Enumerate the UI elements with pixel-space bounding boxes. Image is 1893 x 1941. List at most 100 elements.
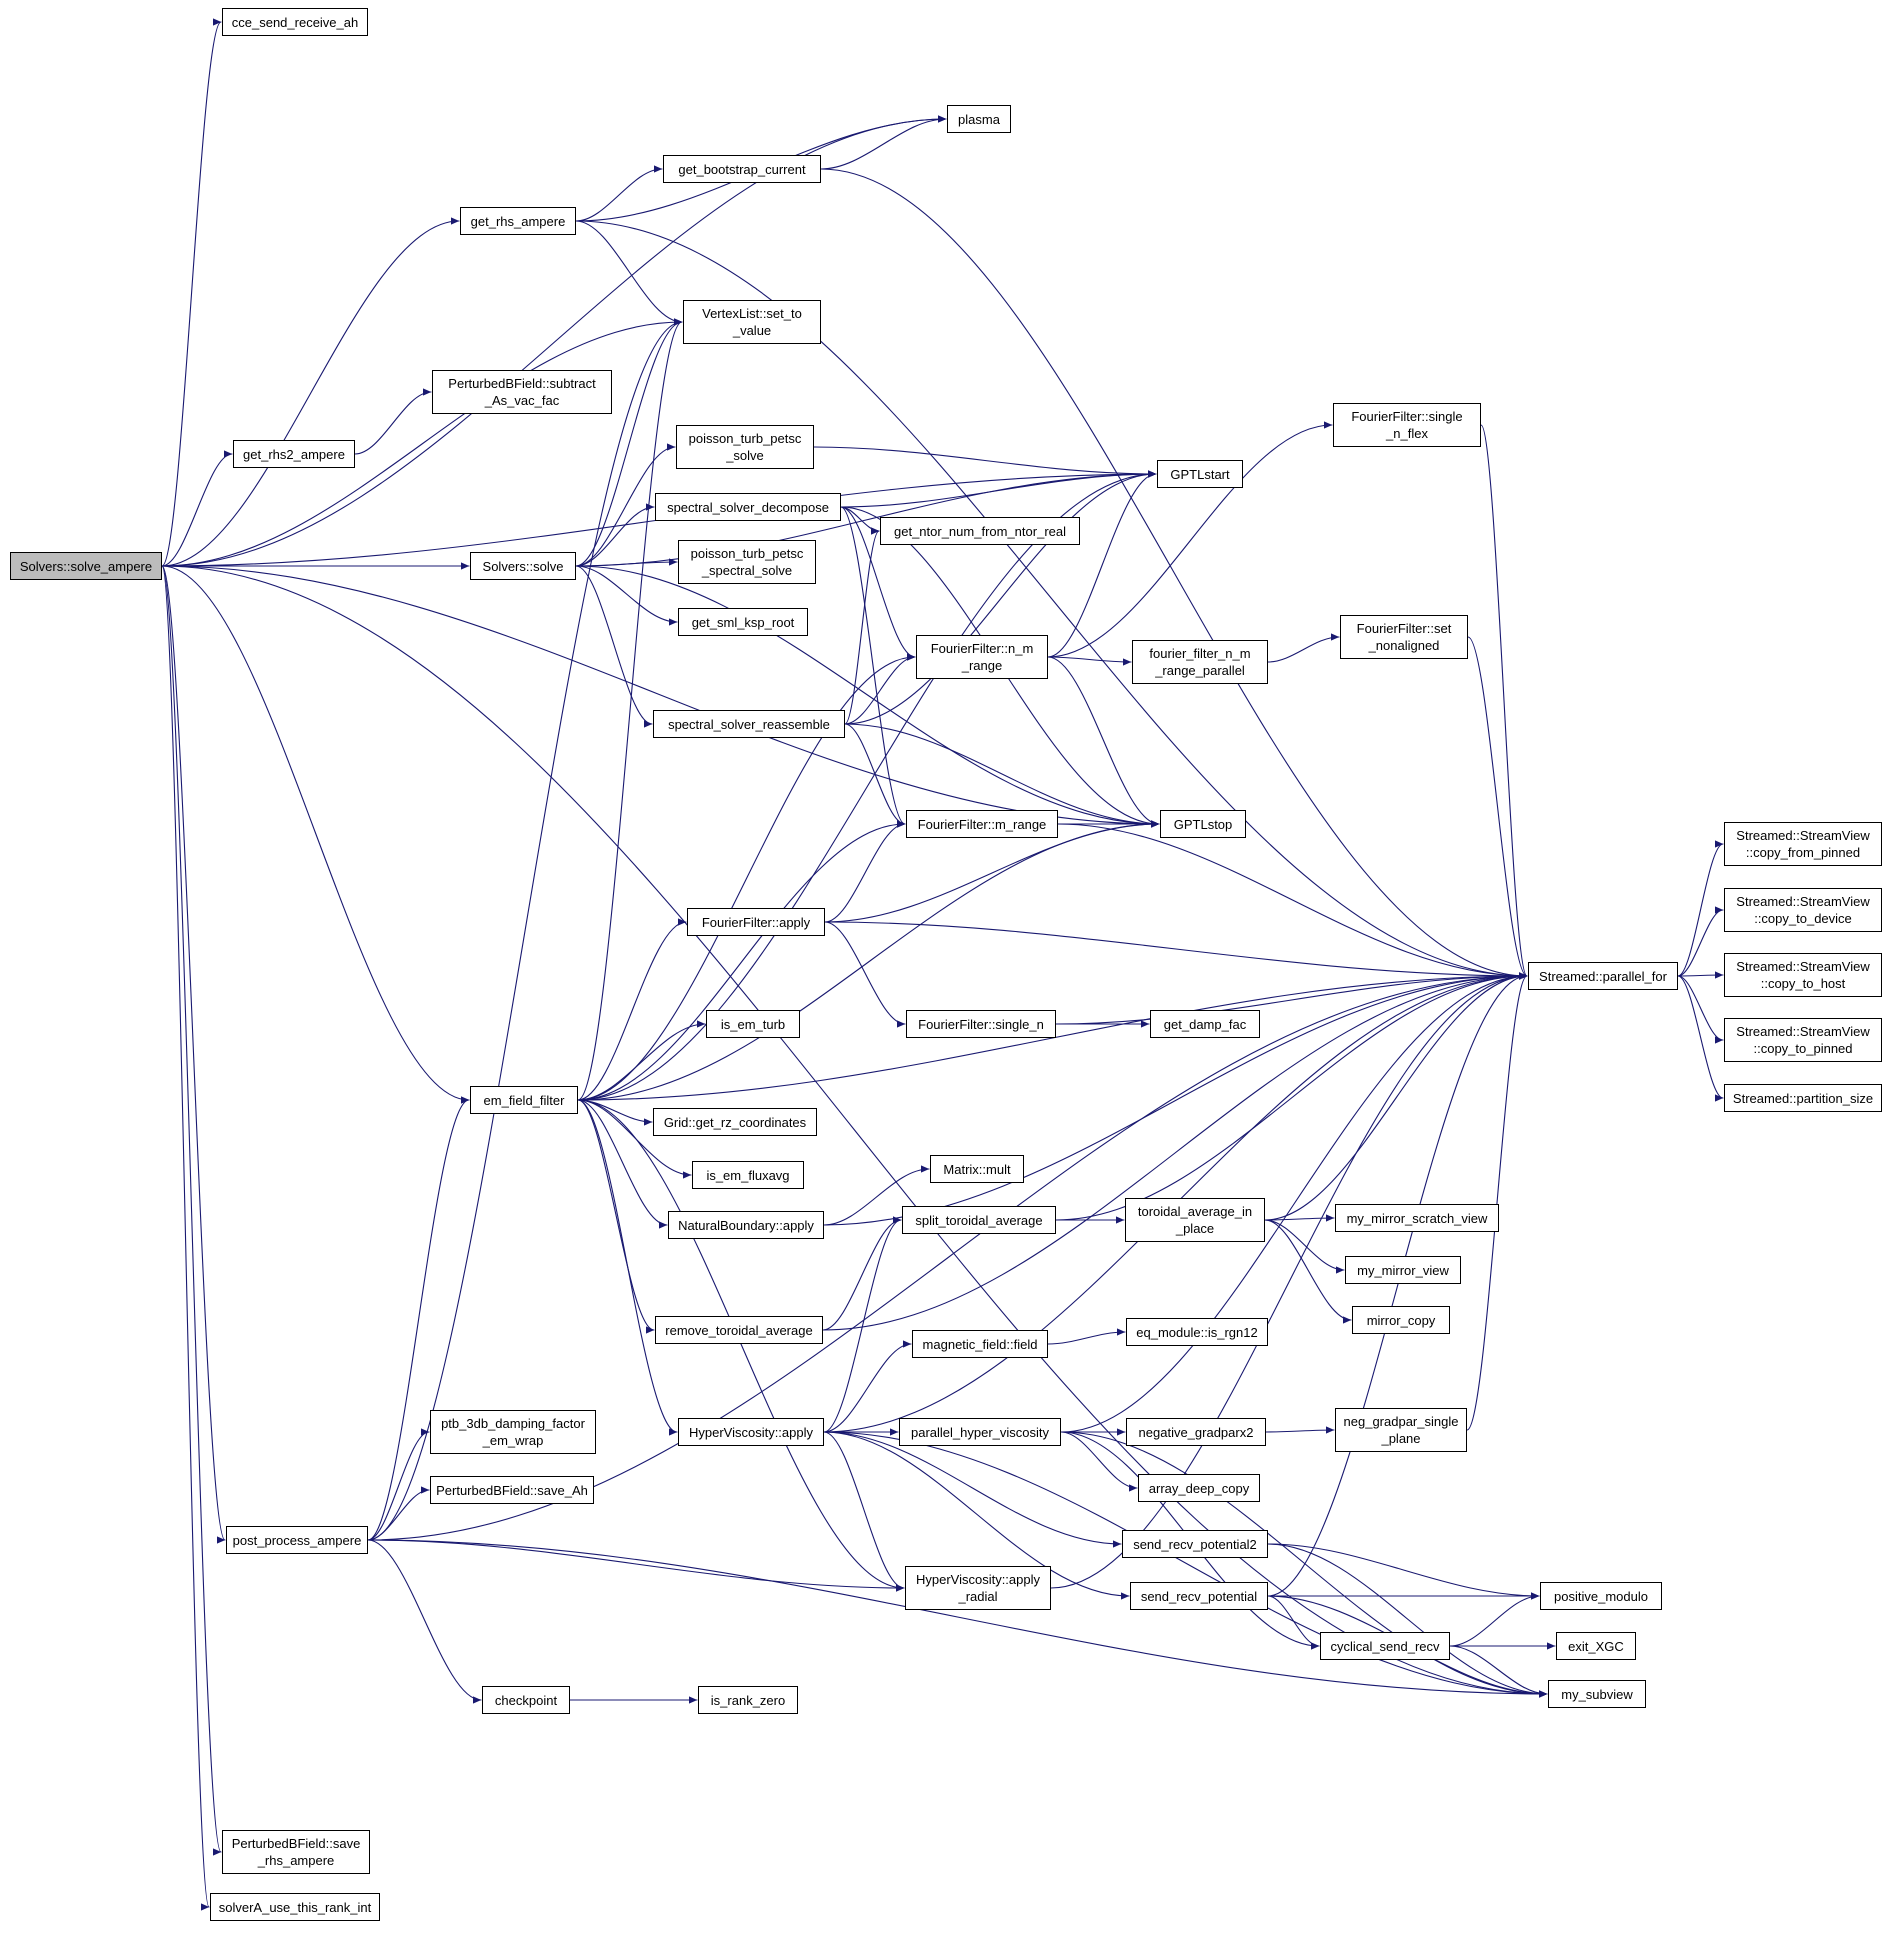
graph-node-poisson_turb_petsc_solve[interactable]: poisson_turb_petsc_solve bbox=[676, 425, 814, 469]
graph-edge-ff_apply--parallel_for bbox=[824, 921, 1528, 980]
graph-node-spectral_solver_reassemble[interactable]: spectral_solver_reassemble bbox=[653, 710, 845, 738]
graph-node-label: Streamed::partition_size bbox=[1732, 1090, 1874, 1106]
graph-node-label: remove_toroidal_average bbox=[665, 1322, 813, 1338]
graph-node-split_toroidal_average[interactable]: split_toroidal_average bbox=[902, 1206, 1056, 1234]
graph-node-hv_apply_radial[interactable]: HyperViscosity::apply_radial bbox=[905, 1566, 1051, 1610]
graph-node-checkpoint[interactable]: checkpoint bbox=[482, 1686, 570, 1714]
graph-node-label: spectral_solver_reassemble bbox=[668, 716, 830, 732]
graph-node-subtract_as_vac_fac[interactable]: PerturbedBField::subtract_As_vac_fac bbox=[432, 370, 612, 414]
graph-node-hv_apply[interactable]: HyperViscosity::apply bbox=[678, 1418, 824, 1446]
graph-node-remove_toroidal_average[interactable]: remove_toroidal_average bbox=[655, 1316, 823, 1344]
graph-node-get_damp_fac[interactable]: get_damp_fac bbox=[1150, 1010, 1260, 1038]
graph-node-get_rz_coordinates[interactable]: Grid::get_rz_coordinates bbox=[653, 1108, 817, 1136]
graph-node-label: PerturbedBField::save_Ah bbox=[436, 1482, 588, 1498]
graph-node-my_mirror_scratch_view[interactable]: my_mirror_scratch_view bbox=[1335, 1204, 1499, 1232]
graph-node-single_n[interactable]: FourierFilter::single_n bbox=[906, 1010, 1056, 1038]
graph-node-matrix_mult[interactable]: Matrix::mult bbox=[930, 1155, 1024, 1183]
graph-node-em_field_filter[interactable]: em_field_filter bbox=[470, 1086, 578, 1114]
graph-node-parallel_hyper_viscosity[interactable]: parallel_hyper_viscosity bbox=[899, 1418, 1061, 1446]
graph-node-get_rhs2_ampere[interactable]: get_rhs2_ampere bbox=[233, 440, 355, 468]
graph-node-label: VertexList::set_to bbox=[702, 306, 802, 321]
graph-node-get_ntor_num[interactable]: get_ntor_num_from_ntor_real bbox=[880, 517, 1080, 545]
graph-edge-ff_apply--single_n bbox=[824, 921, 906, 1028]
graph-node-n_m_range_parallel[interactable]: fourier_filter_n_m_range_parallel bbox=[1132, 640, 1268, 684]
graph-node-set_nonaligned[interactable]: FourierFilter::set_nonaligned bbox=[1340, 615, 1468, 659]
graph-node-save_ah[interactable]: PerturbedBField::save_Ah bbox=[430, 1476, 594, 1504]
graph-edge-solve_ampere--my_subview bbox=[161, 565, 1548, 1698]
graph-node-label: _range_parallel bbox=[1155, 663, 1245, 678]
graph-edge-solvers_solve--spectral_solver_reassemble bbox=[575, 565, 653, 728]
graph-edge-parallel_for--copy_to_host bbox=[1677, 971, 1724, 979]
graph-node-n_m_range[interactable]: FourierFilter::n_m_range bbox=[916, 635, 1048, 679]
graph-node-label: mirror_copy bbox=[1366, 1312, 1436, 1328]
graph-node-send_recv_potential2[interactable]: send_recv_potential2 bbox=[1122, 1530, 1268, 1558]
graph-edge-hv_apply--magnetic_field_field bbox=[823, 1340, 912, 1433]
graph-node-array_deep_copy[interactable]: array_deep_copy bbox=[1138, 1474, 1260, 1502]
graph-node-nb_apply[interactable]: NaturalBoundary::apply bbox=[668, 1211, 824, 1239]
graph-node-is_rgn12[interactable]: eq_module::is_rgn12 bbox=[1126, 1318, 1268, 1346]
graph-edge-get_rhs_ampere--set_to_value bbox=[575, 220, 683, 326]
graph-edge-spectral_solver_reassemble--gptlstop bbox=[844, 723, 1160, 828]
graph-node-get_sml_ksp_root[interactable]: get_sml_ksp_root bbox=[678, 608, 808, 636]
graph-edge-parallel_for--partition_size bbox=[1677, 975, 1724, 1102]
graph-node-magnetic_field_field[interactable]: magnetic_field::field bbox=[912, 1330, 1048, 1358]
graph-node-poisson_turb_petsc_spectral[interactable]: poisson_turb_petsc_spectral_solve bbox=[678, 540, 816, 584]
graph-node-cce_send_receive_ah[interactable]: cce_send_receive_ah bbox=[222, 8, 368, 36]
graph-edge-post_process_ampere--parallel_for bbox=[367, 972, 1528, 1541]
graph-node-mirror_copy[interactable]: mirror_copy bbox=[1352, 1306, 1450, 1334]
graph-node-solvers_solve[interactable]: Solvers::solve bbox=[470, 552, 576, 580]
graph-edge-get_bootstrap_current--parallel_for bbox=[820, 168, 1528, 980]
graph-node-solverA_use_this_rank_int[interactable]: solverA_use_this_rank_int bbox=[210, 1893, 380, 1921]
graph-node-single_n_flex[interactable]: FourierFilter::single_n_flex bbox=[1333, 403, 1481, 447]
graph-node-is_em_fluxavg[interactable]: is_em_fluxavg bbox=[692, 1161, 804, 1189]
graph-node-label: HyperViscosity::apply bbox=[688, 1424, 814, 1440]
graph-node-toroidal_average_in_place[interactable]: toroidal_average_in _place bbox=[1125, 1198, 1265, 1242]
graph-node-is_em_turb[interactable]: is_em_turb bbox=[706, 1010, 800, 1038]
graph-node-gptlstart[interactable]: GPTLstart bbox=[1157, 460, 1243, 488]
graph-node-cyclical_send_recv[interactable]: cyclical_send_recv bbox=[1320, 1632, 1450, 1660]
graph-node-positive_modulo[interactable]: positive_modulo bbox=[1540, 1582, 1662, 1610]
graph-node-m_range[interactable]: FourierFilter::m_range bbox=[906, 810, 1058, 838]
graph-node-my_mirror_view[interactable]: my_mirror_view bbox=[1345, 1256, 1461, 1284]
graph-edge-ff_apply--m_range bbox=[824, 820, 906, 923]
graph-edge-parallel_hyper_viscosity--array_deep_copy bbox=[1060, 1431, 1138, 1492]
graph-node-my_subview[interactable]: my_subview bbox=[1548, 1680, 1646, 1708]
graph-node-copy_from_pinned[interactable]: Streamed::StreamView::copy_from_pinned bbox=[1724, 822, 1882, 866]
graph-node-save_rhs_ampere[interactable]: PerturbedBField::save_rhs_ampere bbox=[222, 1830, 370, 1874]
graph-node-partition_size[interactable]: Streamed::partition_size bbox=[1724, 1084, 1882, 1112]
graph-node-label: _As_vac_fac bbox=[484, 393, 560, 408]
graph-node-label: cce_send_receive_ah bbox=[231, 14, 359, 30]
graph-node-negative_gradparx2[interactable]: negative_gradparx2 bbox=[1126, 1418, 1266, 1446]
graph-node-label: get_bootstrap_current bbox=[678, 161, 806, 177]
graph-node-label: get_sml_ksp_root bbox=[691, 614, 795, 630]
graph-node-parallel_for[interactable]: Streamed::parallel_for bbox=[1528, 962, 1678, 990]
graph-node-copy_to_device[interactable]: Streamed::StreamView::copy_to_device bbox=[1724, 888, 1882, 932]
graph-node-label: _place bbox=[1175, 1221, 1215, 1236]
graph-node-set_to_value[interactable]: VertexList::set_to_value bbox=[683, 300, 821, 344]
graph-node-gptlstop[interactable]: GPTLstop bbox=[1160, 810, 1246, 838]
graph-node-send_recv_potential[interactable]: send_recv_potential bbox=[1130, 1582, 1268, 1610]
graph-node-neg_gradpar_single_plane[interactable]: neg_gradpar_single_plane bbox=[1335, 1408, 1467, 1452]
graph-edge-remove_toroidal_average--split_toroidal_average bbox=[822, 1216, 902, 1331]
graph-node-get_bootstrap_current[interactable]: get_bootstrap_current bbox=[663, 155, 821, 183]
graph-node-ff_apply[interactable]: FourierFilter::apply bbox=[687, 908, 825, 936]
graph-node-label: poisson_turb_petsc bbox=[690, 546, 804, 561]
graph-node-label: toroidal_average_in bbox=[1137, 1204, 1253, 1219]
graph-node-is_rank_zero[interactable]: is_rank_zero bbox=[698, 1686, 798, 1714]
graph-node-label: send_recv_potential2 bbox=[1133, 1536, 1257, 1552]
graph-node-label: Streamed::parallel_for bbox=[1539, 968, 1667, 984]
graph-node-copy_to_host[interactable]: Streamed::StreamView::copy_to_host bbox=[1724, 953, 1882, 997]
graph-node-exit_xgc[interactable]: exit_XGC bbox=[1556, 1632, 1636, 1660]
graph-node-spectral_solver_decompose[interactable]: spectral_solver_decompose bbox=[655, 493, 841, 521]
graph-edge-solve_ampere--save_rhs_ampere bbox=[161, 565, 222, 1856]
graph-node-plasma[interactable]: plasma bbox=[947, 105, 1011, 133]
graph-node-post_process_ampere[interactable]: post_process_ampere bbox=[226, 1526, 368, 1554]
graph-node-label: cyclical_send_recv bbox=[1330, 1638, 1440, 1654]
graph-edge-em_field_filter--gptlstart bbox=[577, 470, 1157, 1101]
graph-node-copy_to_pinned[interactable]: Streamed::StreamView::copy_to_pinned bbox=[1724, 1018, 1882, 1062]
graph-edge-hv_apply--hv_apply_radial bbox=[823, 1431, 905, 1592]
graph-node-ptb_3db[interactable]: ptb_3db_damping_factor_em_wrap bbox=[430, 1410, 596, 1454]
graph-node-label: neg_gradpar_single bbox=[1343, 1414, 1459, 1429]
graph-node-get_rhs_ampere[interactable]: get_rhs_ampere bbox=[460, 207, 576, 235]
graph-edge-solve_ampere--plasma bbox=[161, 115, 947, 567]
